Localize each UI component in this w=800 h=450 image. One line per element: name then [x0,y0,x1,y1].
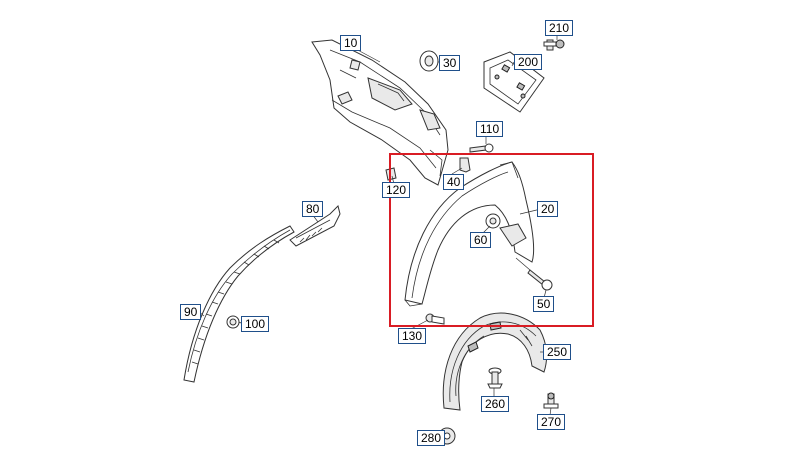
part-130-push-pin[interactable] [425,313,445,325]
callout-60-label: 60 [474,233,488,247]
callout-200-label: 200 [518,55,539,69]
callout-200[interactable]: 200 [514,54,543,70]
part-30-cap[interactable] [419,50,439,72]
callout-40[interactable]: 40 [443,174,465,190]
callout-280[interactable]: 280 [417,430,446,446]
callout-110-label: 110 [480,122,500,136]
callout-30-label: 30 [443,56,457,70]
callout-80-label: 80 [306,202,320,216]
callout-130[interactable]: 130 [398,328,427,344]
callout-270-label: 270 [541,415,562,429]
callout-250-label: 250 [547,345,568,359]
callout-90-label: 90 [184,305,198,319]
part-120-clip[interactable] [385,167,397,181]
callout-10-label: 10 [344,36,358,50]
callout-280-label: 280 [421,431,442,445]
callout-270[interactable]: 270 [537,414,566,430]
callout-80[interactable]: 80 [302,201,324,217]
callout-210[interactable]: 210 [545,20,574,36]
callout-100-label: 100 [245,317,266,331]
callout-20[interactable]: 20 [537,201,559,217]
callout-100[interactable]: 100 [241,316,270,332]
callout-250[interactable]: 250 [543,344,572,360]
part-270-screw[interactable] [543,392,559,409]
callout-110[interactable]: 110 [476,121,504,137]
callout-120[interactable]: 120 [382,182,411,198]
part-40-clip[interactable] [459,157,471,173]
callout-20-label: 20 [541,202,555,216]
callout-90[interactable]: 90 [180,304,202,320]
part-210-screw[interactable] [543,39,565,51]
part-80-trim-strip[interactable] [289,205,341,247]
diagram-background [160,0,640,450]
callout-260-label: 260 [485,397,506,411]
part-50-screw[interactable] [515,257,553,291]
part-90-long-trim-strip[interactable] [183,225,295,383]
callout-50[interactable]: 50 [533,296,555,312]
callout-120-label: 120 [386,183,407,197]
callout-60[interactable]: 60 [470,232,492,248]
part-110-bolt[interactable] [469,143,494,153]
callout-30[interactable]: 30 [439,55,461,71]
part-100-nut[interactable] [226,315,240,329]
part-60-washer[interactable] [485,213,501,229]
callout-130-label: 130 [402,329,423,343]
callout-40-label: 40 [447,175,461,189]
part-10-rear-panel[interactable] [311,39,449,186]
callout-50-label: 50 [537,297,551,311]
callout-260[interactable]: 260 [481,396,510,412]
callout-210-label: 210 [549,21,570,35]
part-260-push-fastener[interactable] [487,367,503,389]
callout-10[interactable]: 10 [340,35,362,51]
